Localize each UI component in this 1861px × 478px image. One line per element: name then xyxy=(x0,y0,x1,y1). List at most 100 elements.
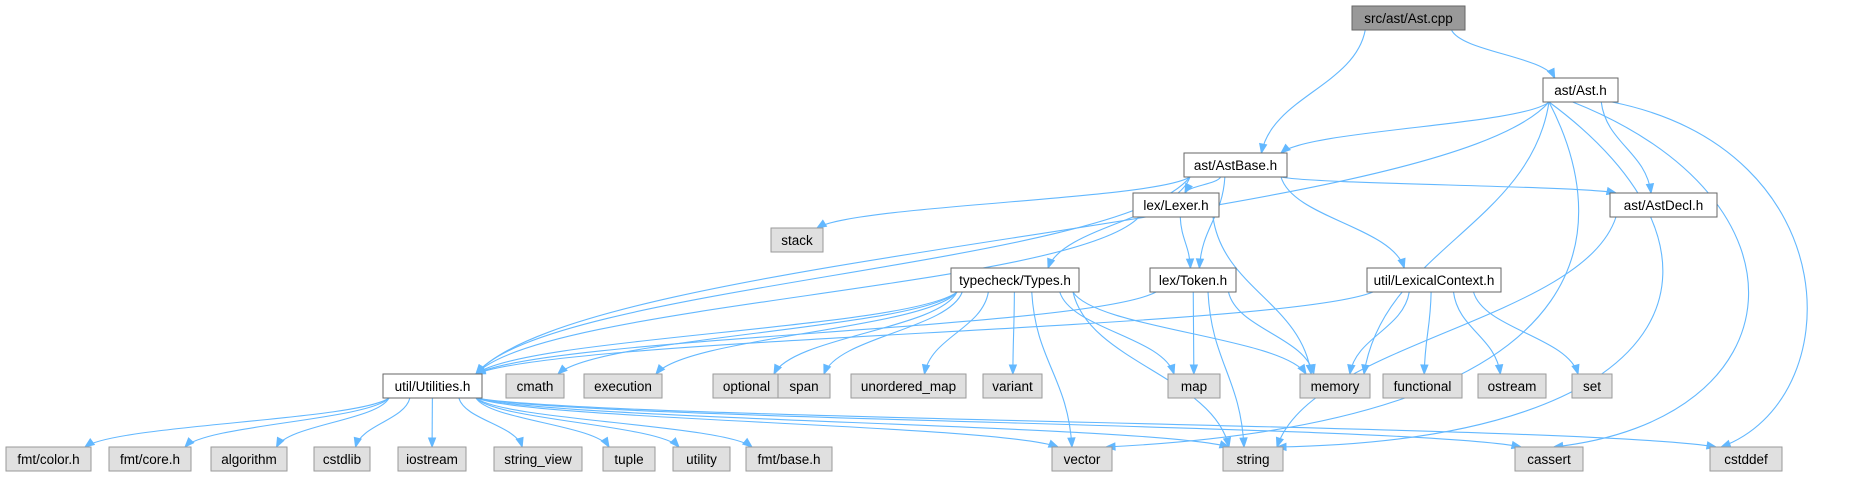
node-label: unordered_map xyxy=(861,379,956,394)
edge-util_utilities_h-to-vector xyxy=(475,397,1060,448)
node-label: vector xyxy=(1064,452,1101,467)
node-label: fmt/base.h xyxy=(757,452,820,467)
node-fmt-color-h: fmt/color.h xyxy=(5,446,92,472)
node-label: fmt/color.h xyxy=(17,452,79,467)
edge-lex_token_h-to-string xyxy=(1207,291,1248,449)
edge-typecheck_types_h-to-cmath xyxy=(556,291,958,375)
node-util-lexicalcontext-h[interactable]: util/LexicalContext.h xyxy=(1366,267,1502,293)
edge-lex_token_h-to-memory xyxy=(1227,291,1316,376)
edge-lex_token_h-to-util_utilities_h xyxy=(474,291,1157,375)
edge-util_utilities_h-to-fmt_core_h xyxy=(184,397,390,449)
edge-util_utilities_h-to-cstddef xyxy=(475,397,1718,450)
node-string-view: string_view xyxy=(493,446,583,472)
node-label: utility xyxy=(686,452,717,467)
node-iostream: iostream xyxy=(397,446,467,472)
node-label: string_view xyxy=(504,452,572,467)
edge-util_lexicalcontext_h-to-functional xyxy=(1420,291,1432,376)
node-label: execution xyxy=(594,379,652,394)
node-unordered-map: unordered_map xyxy=(850,373,967,399)
edge-util_utilities_h-to-utility xyxy=(475,397,680,449)
edge-ast_ast_h-to-ast_astdecl_h xyxy=(1600,101,1655,195)
node-map: map xyxy=(1167,373,1221,399)
node-label: ast/Ast.h xyxy=(1554,83,1607,98)
node-memory: memory xyxy=(1299,373,1371,399)
edge-ast_astbase_h-to-lex_token_h xyxy=(1195,176,1226,270)
node-label: stack xyxy=(781,233,813,248)
node-functional: functional xyxy=(1382,373,1463,399)
node-label: cmath xyxy=(517,379,554,394)
edge-lex_token_h-to-map xyxy=(1189,291,1199,376)
node-label: ostream xyxy=(1488,379,1537,394)
edge-ast_astbase_h-to-util_lexicalcontext_h xyxy=(1280,176,1406,270)
node-util-utilities-h[interactable]: util/Utilities.h xyxy=(382,373,483,399)
node-ast-astbase-h[interactable]: ast/AstBase.h xyxy=(1183,152,1288,178)
node-typecheck-types-h[interactable]: typecheck/Types.h xyxy=(950,267,1080,293)
node-span: span xyxy=(777,373,831,399)
node-stack: stack xyxy=(770,227,824,253)
edge-src_ast_ast_cpp-to-ast_ast_h xyxy=(1451,29,1556,80)
node-label: util/Utilities.h xyxy=(395,379,471,394)
edge-util_utilities_h-to-fmt_color_h xyxy=(83,397,390,448)
node-lex-token-h[interactable]: lex/Token.h xyxy=(1149,267,1237,293)
edge-typecheck_types_h-to-span xyxy=(823,291,963,376)
node-fmt-core-h: fmt/core.h xyxy=(108,446,192,472)
edge-util_lexicalcontext_h-to-set xyxy=(1472,291,1580,376)
edge-ast_ast_h-to-util_utilities_h xyxy=(475,101,1550,376)
node-label: ast/AstBase.h xyxy=(1194,158,1277,173)
edge-ast_astbase_h-to-util_utilities_h xyxy=(475,176,1191,376)
node-set: set xyxy=(1571,373,1613,399)
node-fmt-base-h: fmt/base.h xyxy=(745,446,833,472)
edge-util_utilities_h-to-algorithm xyxy=(275,397,390,449)
edge-lex_lexer_h-to-lex_token_h xyxy=(1179,216,1195,270)
edge-typecheck_types_h-to-map xyxy=(1059,291,1176,376)
node-cstdlib: cstdlib xyxy=(313,446,371,472)
edge-ast_ast_h-to-cstddef xyxy=(1611,101,1808,448)
edge-util_utilities_h-to-fmt_base_h xyxy=(475,397,754,448)
node-label: fmt/core.h xyxy=(120,452,180,467)
graph-nodes: src/ast/Ast.cpp ast/Ast.h ast/AstBase.h ast… xyxy=(5,5,1783,472)
node-label: src/ast/Ast.cpp xyxy=(1364,11,1453,26)
node-label: lex/Token.h xyxy=(1159,273,1227,288)
node-label: cstdlib xyxy=(323,452,361,467)
edge-ast_ast_h-to-ast_astbase_h xyxy=(1279,101,1550,154)
node-label: iostream xyxy=(406,452,458,467)
node-label: set xyxy=(1583,379,1601,394)
edge-typecheck_types_h-to-unordered_map xyxy=(921,291,989,376)
node-label: variant xyxy=(992,379,1033,394)
edge-ast_astbase_h-to-ast_astdecl_h xyxy=(1280,176,1618,196)
node-label: map xyxy=(1181,379,1207,394)
edge-util_lexicalcontext_h-to-ostream xyxy=(1452,291,1504,376)
node-variant: variant xyxy=(982,373,1043,399)
node-label: memory xyxy=(1311,379,1360,394)
node-label: cstddef xyxy=(1724,452,1768,467)
edge-ast_astbase_h-to-lex_lexer_h xyxy=(1184,176,1222,195)
node-label: algorithm xyxy=(221,452,277,467)
node-ast-astdecl-h[interactable]: ast/AstDecl.h xyxy=(1609,192,1718,218)
edge-typecheck_types_h-to-memory xyxy=(1072,291,1307,376)
node-label: functional xyxy=(1394,379,1452,394)
node-src-ast-ast-cpp[interactable]: src/ast/Ast.cpp xyxy=(1351,5,1466,31)
edge-util_utilities_h-to-string_view xyxy=(458,397,524,449)
node-label: optional xyxy=(723,379,770,394)
node-label: typecheck/Types.h xyxy=(959,273,1071,288)
node-tuple: tuple xyxy=(602,446,656,472)
edge-util_utilities_h-to-cassert xyxy=(475,397,1523,450)
edge-ast_ast_h-to-memory xyxy=(1361,101,1550,376)
node-string: string xyxy=(1222,446,1284,472)
graph-edges xyxy=(83,29,1808,452)
node-label: cassert xyxy=(1527,452,1571,467)
edge-ast_astdecl_h-to-string xyxy=(1275,216,1617,449)
edge-util_utilities_h-to-tuple xyxy=(475,397,610,449)
edge-util_utilities_h-to-iostream xyxy=(427,397,437,449)
edge-ast_astbase_h-to-stack xyxy=(815,176,1191,229)
edge-src_ast_ast_cpp-to-ast_astbase_h xyxy=(1259,29,1366,155)
node-cstddef: cstddef xyxy=(1709,446,1783,472)
node-lex-lexer-h[interactable]: lex/Lexer.h xyxy=(1132,192,1220,218)
edge-typecheck_types_h-to-string xyxy=(1072,291,1232,449)
node-label: lex/Lexer.h xyxy=(1143,198,1208,213)
node-ast-ast-h[interactable]: ast/Ast.h xyxy=(1542,77,1619,103)
edge-typecheck_types_h-to-variant xyxy=(1008,291,1018,376)
edge-util_lexicalcontext_h-to-memory xyxy=(1347,291,1410,376)
node-label: util/LexicalContext.h xyxy=(1374,273,1495,288)
